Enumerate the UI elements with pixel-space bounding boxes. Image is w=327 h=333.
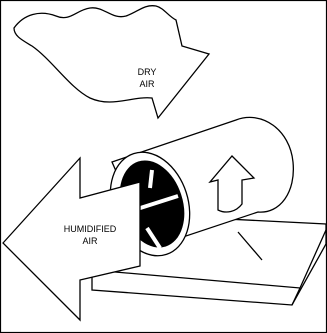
rotation-arrow-icon [208,155,256,213]
humidified-air-arrow [2,156,141,322]
cylinder-vane [148,169,154,189]
humidified-air-label: AIR [82,236,98,246]
dry-air-label: DRY [138,67,157,77]
cylinder-vane [145,226,162,250]
humidified-air-label: HUMIDIFIED [64,224,117,234]
dry-air-label: AIR [139,79,155,89]
cylinder-vane [133,194,179,212]
dry-air-arrow [13,5,211,120]
